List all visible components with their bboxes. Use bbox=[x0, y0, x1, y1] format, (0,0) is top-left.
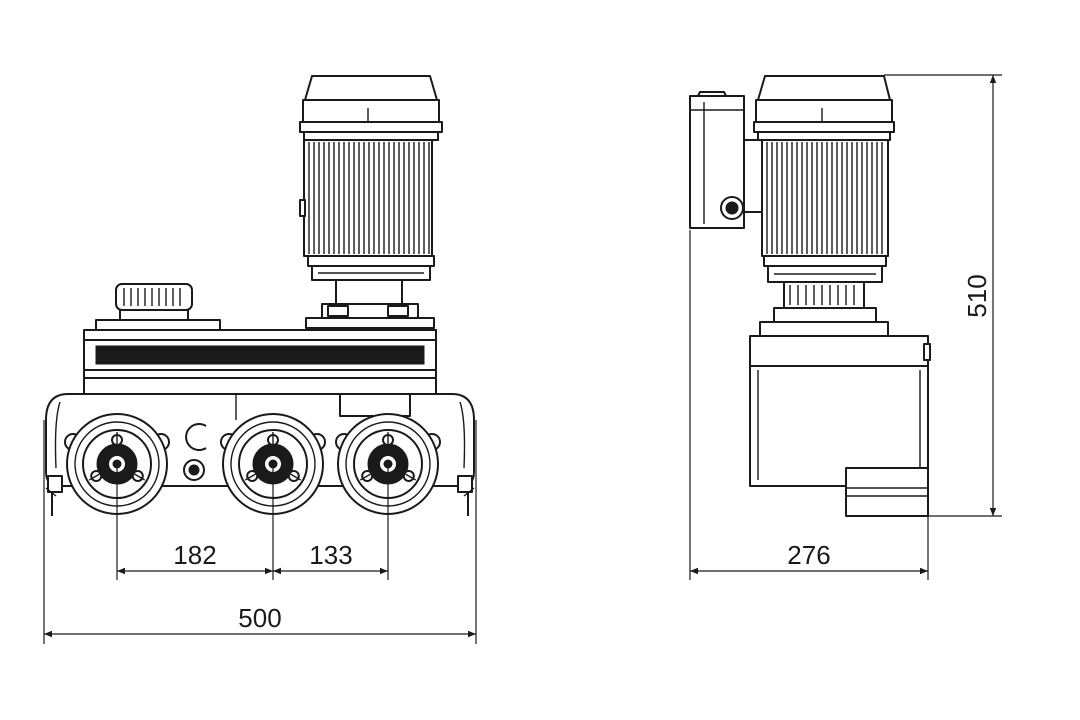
front-motor-flange bbox=[305, 255, 435, 329]
front-top-plate bbox=[83, 329, 437, 395]
front-view bbox=[45, 75, 475, 516]
dimension-182: 182 bbox=[173, 540, 216, 570]
front-wheels bbox=[64, 413, 441, 515]
dimension-lines: 182 133 500 276 510 bbox=[43, 74, 1002, 644]
filler-cap-ribs bbox=[123, 288, 181, 306]
front-motor-body bbox=[299, 139, 433, 257]
side-pump-block bbox=[749, 335, 931, 517]
dimension-510: 510 bbox=[962, 274, 992, 317]
dimension-500: 500 bbox=[238, 603, 281, 633]
dimension-276: 276 bbox=[787, 540, 830, 570]
wheel bbox=[335, 413, 441, 515]
side-motor-flange bbox=[759, 255, 889, 337]
wheel bbox=[64, 413, 170, 515]
side-motor-body bbox=[761, 139, 889, 257]
side-motor-cap bbox=[753, 75, 895, 141]
front-motor-fins bbox=[308, 142, 430, 254]
side-coupling-ribs bbox=[789, 285, 855, 305]
side-motor-fins bbox=[766, 142, 883, 254]
side-view bbox=[689, 75, 931, 517]
dimension-133: 133 bbox=[309, 540, 352, 570]
front-motor-cap bbox=[299, 75, 443, 141]
front-filler-cap bbox=[95, 283, 221, 331]
front-symbol bbox=[183, 423, 207, 481]
